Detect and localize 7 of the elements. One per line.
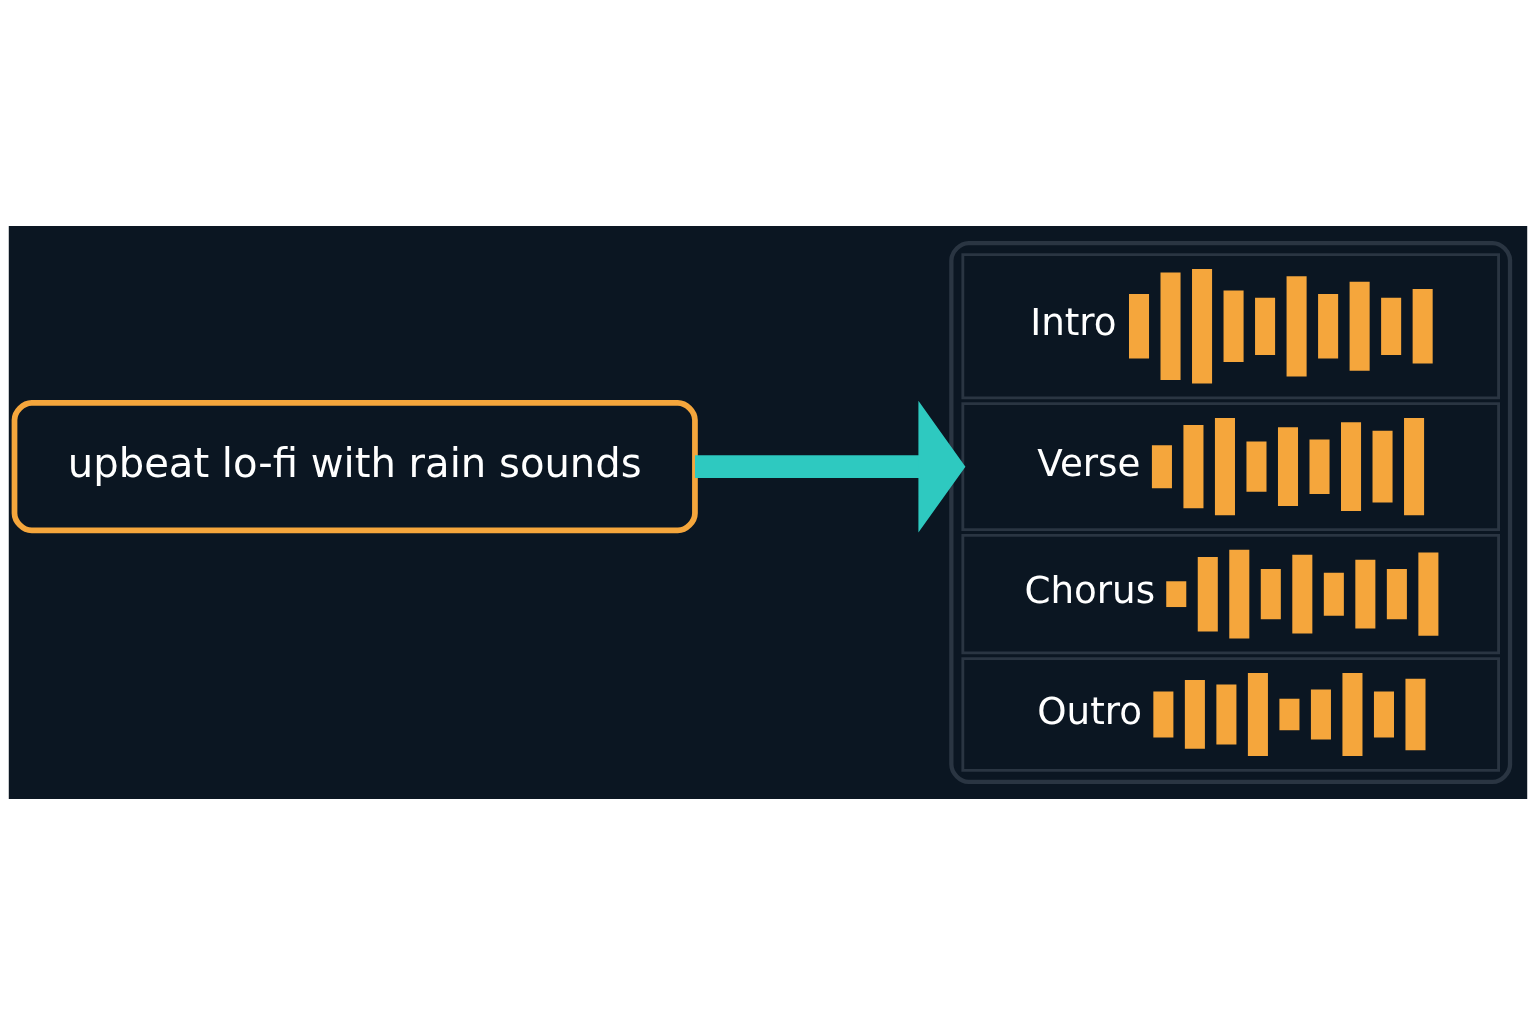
cluster [949, 240, 1513, 784]
node-box: upbeat lo-fi with rain sounds [11, 399, 698, 533]
node-box: Outro [961, 656, 1500, 772]
node-box: Verse [961, 401, 1500, 531]
node-box: Intro [961, 252, 1500, 399]
arrow [694, 400, 966, 532]
node-box: Chorus [961, 533, 1500, 654]
